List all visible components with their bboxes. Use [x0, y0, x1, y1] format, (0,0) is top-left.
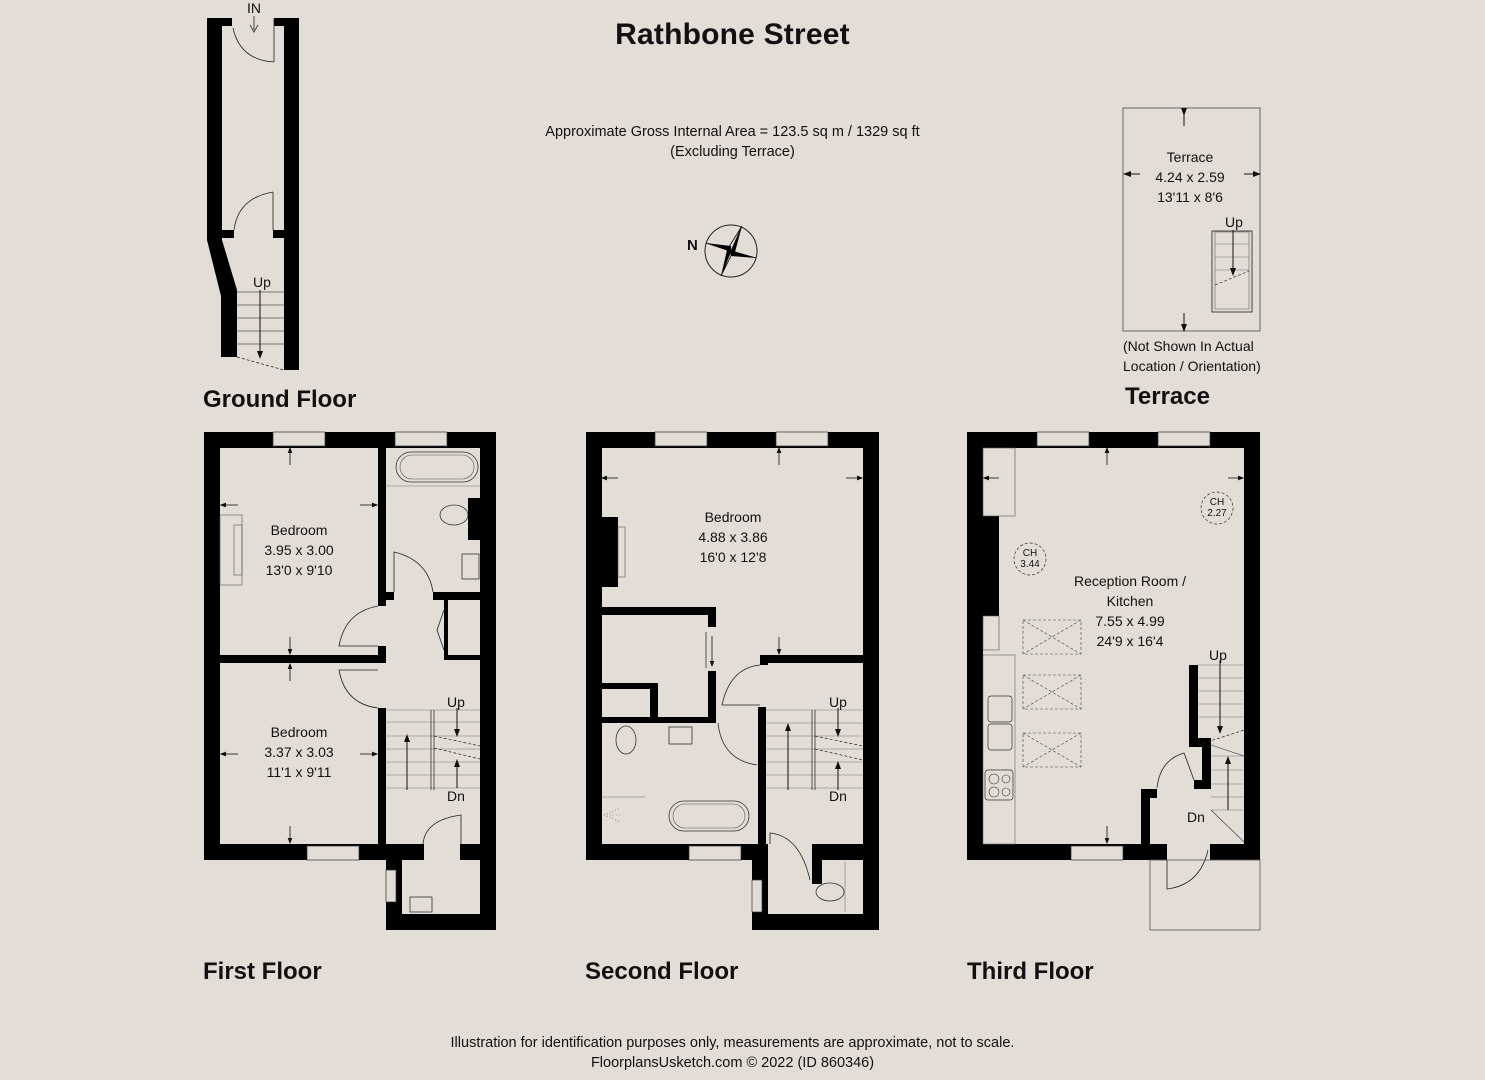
room-name: Bedroom: [704, 509, 762, 525]
compass-icon: [704, 224, 758, 278]
ceiling-height-value: 2.27: [1207, 508, 1227, 519]
third-floor-label: Third Floor: [967, 958, 1094, 985]
gross-area-line1: Approximate Gross Internal Area = 123.5 …: [545, 124, 920, 140]
third-floor-plan: [967, 431, 1261, 931]
room-name-line1: Reception Room /: [1073, 573, 1187, 589]
room-imperial: 16'0 x 12'8: [699, 549, 767, 565]
disclaimer: Illustration for identification purposes…: [0, 1033, 1465, 1073]
room-name: Bedroom: [270, 724, 328, 740]
third-stairs-up-label: Up: [1209, 647, 1227, 663]
gross-area: Approximate Gross Internal Area = 123.5 …: [0, 122, 1465, 162]
ground-floor-label: Ground Floor: [203, 386, 357, 413]
room-imperial: 11'1 x 9'11: [266, 764, 332, 780]
terrace-note-line2: Location / Orientation): [1123, 358, 1261, 374]
second-floor-plan: [586, 431, 879, 930]
ceiling-height-label: CH: [1209, 497, 1225, 508]
page-title: Rathbone Street: [615, 18, 850, 51]
room-imperial: 24'9 x 16'4: [1096, 633, 1164, 649]
terrace-note-line1: (Not Shown In Actual: [1123, 338, 1254, 354]
terrace-note: (Not Shown In Actual Location / Orientat…: [1123, 336, 1261, 376]
room-metric: 3.95 x 3.00: [264, 542, 334, 558]
first-floor-plan: [204, 431, 496, 930]
room-name-line2: Kitchen: [1106, 593, 1154, 609]
room-metric: 4.88 x 3.86: [698, 529, 768, 545]
ceiling-height-2: CH 2.27: [1207, 497, 1226, 519]
terrace-plan: [1122, 107, 1261, 332]
first-floor-bedroom-1: Bedroom 3.95 x 3.00 13'0 x 9'10: [264, 520, 333, 580]
terrace-name: Terrace: [1166, 149, 1214, 165]
terrace-metric: 4.24 x 2.59: [1155, 169, 1225, 185]
ceiling-height-label: CH: [1022, 548, 1038, 559]
room-metric: 3.37 x 3.03: [264, 744, 334, 760]
terrace-label: Terrace: [1125, 383, 1210, 410]
second-stairs-up-label: Up: [829, 694, 847, 710]
ground-floor-plan: [207, 16, 299, 371]
first-floor-bedroom-2: Bedroom 3.37 x 3.03 11'1 x 9'11: [264, 722, 333, 782]
third-stairs-down-label: Dn: [1187, 809, 1205, 825]
terrace-stairs-up-label: Up: [1225, 214, 1243, 230]
disclaimer-line1: Illustration for identification purposes…: [450, 1035, 1015, 1051]
second-floor-bedroom: Bedroom 4.88 x 3.86 16'0 x 12'8: [698, 507, 767, 567]
ceiling-height-value: 3.44: [1020, 559, 1040, 570]
gross-area-line2: (Excluding Terrace): [670, 144, 795, 160]
room-name: Bedroom: [270, 522, 328, 538]
terrace-room-label: Terrace 4.24 x 2.59 13'11 x 8'6: [1155, 147, 1224, 207]
first-floor-label: First Floor: [203, 958, 322, 985]
terrace-imperial: 13'11 x 8'6: [1157, 189, 1223, 205]
third-floor-reception-kitchen: Reception Room / Kitchen 7.55 x 4.99 24'…: [1074, 571, 1186, 651]
ceiling-height-1: CH 3.44: [1020, 548, 1039, 570]
second-floor-label: Second Floor: [585, 958, 739, 985]
entrance-label: IN: [247, 0, 261, 16]
ground-stairs-up-label: Up: [253, 274, 271, 290]
room-metric: 7.55 x 4.99: [1095, 613, 1165, 629]
room-imperial: 13'0 x 9'10: [265, 562, 333, 578]
first-stairs-down-label: Dn: [447, 788, 465, 804]
first-stairs-up-label: Up: [447, 694, 465, 710]
disclaimer-line2: FloorplansUsketch.com © 2022 (ID 860346): [590, 1055, 875, 1071]
second-stairs-down-label: Dn: [829, 788, 847, 804]
compass-north-label: N: [687, 237, 698, 254]
